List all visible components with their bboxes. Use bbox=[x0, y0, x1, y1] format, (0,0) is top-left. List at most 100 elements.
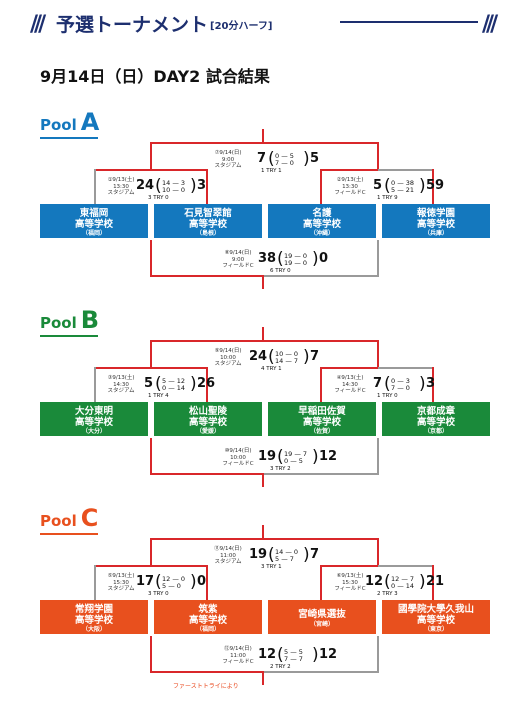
pool-b-final-stub bbox=[262, 327, 264, 341]
pool-b-cons-bar bbox=[320, 367, 378, 369]
pool-a-semiL-bar bbox=[94, 169, 207, 171]
pool-a-cons-stub bbox=[262, 275, 264, 289]
score-left: 24 bbox=[249, 349, 268, 364]
try-count: 3 TRY 0 bbox=[148, 591, 169, 597]
team-prefecture: （沖縄） bbox=[309, 230, 334, 237]
pool-b-final-right bbox=[377, 340, 379, 368]
pool-letter: C bbox=[80, 504, 99, 532]
bracket-paren: ) bbox=[419, 374, 426, 394]
try-count: 2 TRY 2 bbox=[270, 664, 291, 670]
bracket-paren: ( bbox=[384, 374, 391, 394]
team-name: 松山聖陵 bbox=[188, 406, 227, 417]
bracket-paren: ) bbox=[312, 645, 319, 665]
score-left: 7 bbox=[373, 376, 383, 391]
pool-c-cons-stub bbox=[262, 671, 264, 685]
half-score-2: 7 — 0 bbox=[275, 159, 294, 167]
score-left: 24 bbox=[136, 178, 155, 193]
try-count: 4 TRY 1 bbox=[261, 366, 282, 372]
half-score-2: 0 — 5 bbox=[284, 457, 303, 465]
team-name-line2: 高等学校 bbox=[188, 615, 227, 626]
pool-word: Pool bbox=[40, 512, 77, 530]
pool-a-cons-barR bbox=[263, 275, 379, 277]
bracket-paren: ( bbox=[268, 545, 275, 565]
pool-c-semiR-r bbox=[432, 565, 434, 600]
pool-b-rule bbox=[40, 335, 98, 337]
pool-c-team-4: 國學院大學久我山高等学校（東京） bbox=[382, 600, 490, 634]
header-slash-right: /// bbox=[482, 12, 498, 37]
score-right: 0 bbox=[197, 574, 207, 589]
pool-b-cons-stub bbox=[262, 473, 264, 487]
pool-b-semiL-r bbox=[206, 367, 208, 402]
team-name-line2: 高等学校 bbox=[74, 219, 113, 230]
pool-c-final-left bbox=[150, 538, 152, 566]
team-prefecture: （愛媛） bbox=[195, 428, 220, 435]
pool-b-cons-barR bbox=[263, 473, 379, 475]
team-name-line2: 高等学校 bbox=[74, 417, 113, 428]
half-score-2: 19 — 0 bbox=[284, 259, 308, 267]
pool-c-cons-barL bbox=[150, 671, 264, 673]
bracket-paren: ) bbox=[419, 176, 426, 196]
pool-a-team-4: 報徳学園高等学校（兵庫） bbox=[382, 204, 490, 238]
team-name-line2: 高等学校 bbox=[416, 417, 455, 428]
team-name-line2: 高等学校 bbox=[188, 417, 227, 428]
try-count: 1 TRY 0 bbox=[377, 393, 398, 399]
try-count: 2 TRY 3 bbox=[377, 591, 398, 597]
pool-a-final-left bbox=[150, 142, 152, 170]
half-score-1: 12 — 0 bbox=[162, 575, 186, 583]
half-score-1: 0 — 5 bbox=[275, 152, 294, 160]
team-name: 大分東明 bbox=[74, 406, 113, 417]
team-prefecture: （宮崎） bbox=[309, 621, 334, 628]
team-name-line2: 高等学校 bbox=[416, 615, 455, 626]
half-score-1: 19 — 0 bbox=[284, 252, 308, 260]
pool-a-final-bar bbox=[150, 142, 378, 144]
pool-b-team-4: 京都成章高等学校（京都） bbox=[382, 402, 490, 436]
pool-a-team-1: 東福岡高等学校（福岡） bbox=[40, 204, 148, 238]
half-score-1: 0 — 3 bbox=[391, 377, 410, 385]
bracket-paren: ) bbox=[190, 572, 197, 592]
pool-letter: B bbox=[80, 306, 100, 334]
bracket-paren: ) bbox=[190, 176, 197, 196]
pool-b-cons-right bbox=[377, 438, 379, 474]
half-score-1: 12 — 7 bbox=[391, 575, 415, 583]
score-left: 38 bbox=[258, 251, 277, 266]
pool-word: Pool bbox=[40, 116, 77, 134]
team-prefecture: （大分） bbox=[81, 428, 106, 435]
day-title: 9月14日（日）DAY2 試合結果 bbox=[40, 67, 270, 86]
team-name: 京都成章 bbox=[416, 406, 455, 417]
try-count: 1 TRY 4 bbox=[148, 393, 169, 399]
try-count: 6 TRY 0 bbox=[270, 268, 291, 274]
team-prefecture: （東京） bbox=[423, 626, 448, 633]
team-name: 東福岡 bbox=[79, 208, 109, 219]
pool-a-final-right bbox=[377, 142, 379, 170]
bracket-paren: ( bbox=[384, 176, 391, 196]
team-name: 宮崎県選抜 bbox=[298, 609, 346, 620]
score-left: 19 bbox=[249, 547, 268, 562]
pool-c-cons-barR bbox=[263, 671, 379, 673]
score-left: 7 bbox=[257, 151, 267, 166]
team-name: 石見智翠館 bbox=[184, 208, 232, 219]
pool-c-rule bbox=[40, 533, 98, 535]
pool-b-cons-left bbox=[150, 438, 152, 474]
pool-b-semiL-bar bbox=[94, 367, 207, 369]
pool-a-cons-left bbox=[150, 240, 152, 276]
half-score-2: 0 — 14 bbox=[162, 384, 186, 392]
pool-c-cons-right bbox=[377, 636, 379, 672]
bracket-paren: ) bbox=[312, 447, 319, 467]
bracket-paren: ) bbox=[190, 374, 197, 394]
team-name: 常翔学園 bbox=[74, 604, 113, 615]
bracket-paren: ) bbox=[303, 347, 310, 367]
score-right: 12 bbox=[319, 449, 338, 464]
bracket-paren: ( bbox=[277, 447, 284, 467]
